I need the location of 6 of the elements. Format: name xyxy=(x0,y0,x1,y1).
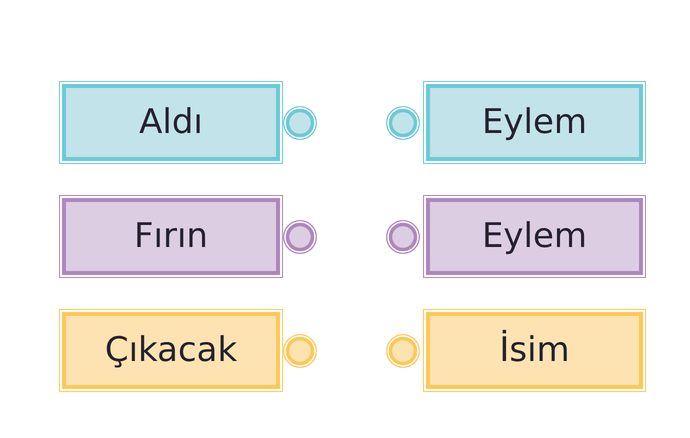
word-card: Eylem xyxy=(423,195,646,278)
word-card: Aldı xyxy=(59,81,283,164)
word-card: Fırın xyxy=(59,195,283,278)
word-card: Çıkacak xyxy=(59,309,283,392)
word-card: Eylem xyxy=(423,81,646,164)
word-card: İsim xyxy=(423,309,646,392)
